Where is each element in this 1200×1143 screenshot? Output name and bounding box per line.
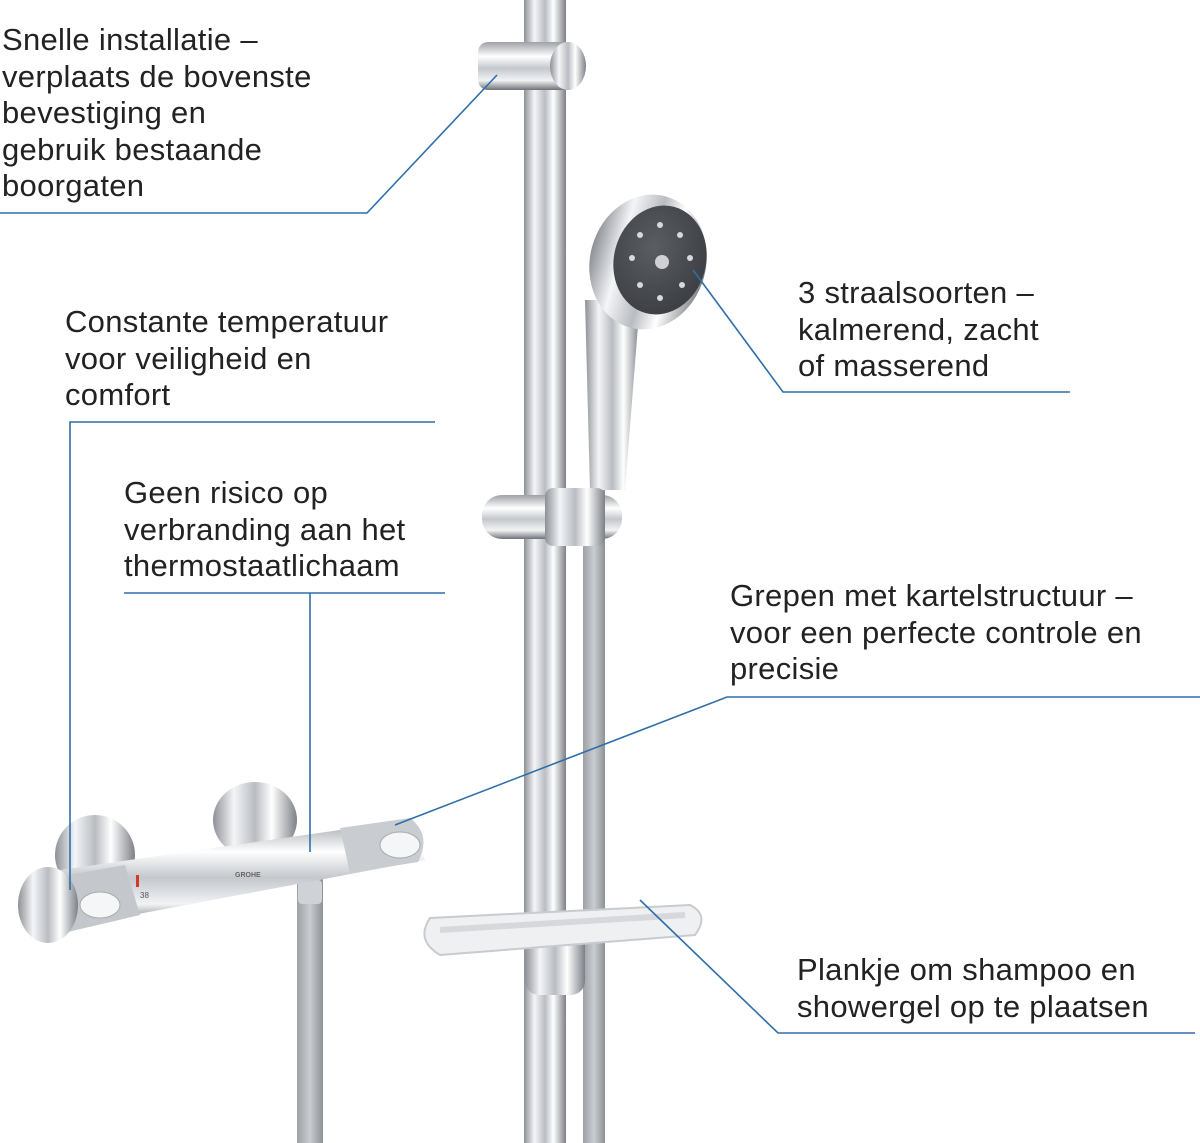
hand-shower <box>585 194 707 490</box>
callout-line: thermostaatlichaam <box>124 548 400 583</box>
callout-line: gebruik bestaande <box>2 131 263 167</box>
callout-line: Grepen met kartelstructuur – <box>730 578 1133 613</box>
callout-install: Snelle installatie – verplaats de bovens… <box>2 22 312 205</box>
callout-line: verbranding aan het <box>124 511 406 547</box>
callout-line: comfort <box>65 377 171 412</box>
shower-hose <box>583 490 605 1143</box>
callout-burn: Geen risico op verbranding aan het therm… <box>124 475 405 585</box>
callout-line: voor een perfecte controle en <box>730 614 1142 650</box>
callout-line: Snelle installatie – <box>2 22 258 57</box>
temperature-mark: 38 <box>140 891 149 900</box>
leader-line-grips <box>394 696 1200 826</box>
callout-line: verplaats de bovenste <box>2 58 312 94</box>
shower-slider <box>482 488 622 546</box>
callout-line: Plankje om shampoo en <box>797 952 1136 987</box>
leader-line-temperature <box>69 421 435 890</box>
top-wall-bracket <box>478 42 586 90</box>
thermostat-valve: 38 GROHE <box>18 782 425 1143</box>
callout-spray: 3 straalsoorten – kalmerend, zacht of ma… <box>798 275 1039 385</box>
callout-line: of masserend <box>798 348 990 383</box>
callout-line: precisie <box>730 651 840 686</box>
callout-line: 3 straalsoorten – <box>798 275 1035 310</box>
leader-line-install <box>0 74 498 214</box>
shower-shelf <box>423 903 703 995</box>
callout-temperature: Constante temperatuur voor veiligheid en… <box>65 304 388 414</box>
callout-line: Constante temperatuur <box>65 304 389 339</box>
callout-line: bevestiging en <box>2 95 207 130</box>
callout-line: boorgaten <box>2 168 145 203</box>
callout-line: voor veiligheid en <box>65 340 312 376</box>
callout-shelf: Plankje om shampoo en showergel op te pl… <box>797 952 1149 1025</box>
callout-line: kalmerend, zacht <box>798 311 1039 347</box>
callout-line: showergel op te plaatsen <box>797 988 1149 1024</box>
leader-line-shelf <box>639 899 1195 1034</box>
brand-logo: GROHE <box>235 872 261 879</box>
callout-grips: Grepen met kartelstructuur – voor een pe… <box>730 578 1142 688</box>
callout-line: Geen risico op <box>124 475 329 510</box>
spray-nozzles <box>629 222 693 301</box>
leader-line-spray <box>692 269 1070 393</box>
